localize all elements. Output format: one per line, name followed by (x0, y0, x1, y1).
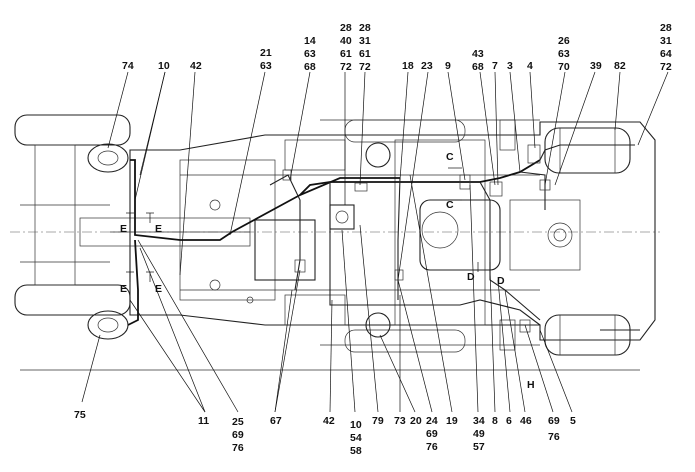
gearbox (419, 199, 501, 271)
engine-block (254, 219, 316, 281)
front-left-brake-chamber (87, 143, 129, 173)
callout-82: 82 (614, 60, 626, 72)
callout-61: 61 (359, 48, 371, 60)
callout-25: 25 (232, 416, 244, 428)
callout-68: 68 (304, 61, 316, 73)
section-e: E (155, 223, 162, 235)
callout-61: 61 (340, 48, 352, 60)
callout-40: 40 (340, 35, 352, 47)
callout-70: 70 (558, 61, 570, 73)
air-tank-upper (544, 127, 631, 174)
callout-7: 7 (492, 60, 498, 72)
wheel-rear-right (344, 329, 466, 353)
front-right-brake-chamber (365, 142, 391, 168)
brake-valve-main (329, 204, 355, 230)
section-h: H (527, 379, 535, 391)
callout-3: 3 (507, 60, 513, 72)
callout-63: 63 (260, 60, 272, 72)
leader-lines (81, 71, 669, 413)
callout-42: 42 (190, 60, 202, 72)
callout-68: 68 (472, 61, 484, 73)
callout-9: 9 (445, 60, 451, 72)
callout-10: 10 (158, 60, 170, 72)
air-tank-lower (544, 314, 631, 356)
callout-58: 58 (350, 445, 362, 457)
section-e: E (120, 283, 127, 295)
section-d: D (467, 271, 475, 283)
callout-73: 73 (394, 415, 406, 427)
callout-76: 76 (232, 442, 244, 454)
transmission-housing (394, 139, 486, 326)
section-arrows (126, 167, 491, 282)
rear-left-brake-chamber (87, 310, 129, 340)
callout-46: 46 (520, 415, 532, 427)
callout-31: 31 (359, 35, 371, 47)
callout-79: 79 (372, 415, 384, 427)
callout-5: 5 (570, 415, 576, 427)
callout-54: 54 (350, 432, 362, 444)
callout-28: 28 (359, 22, 371, 34)
callout-72: 72 (359, 61, 371, 73)
callout-76: 76 (548, 431, 560, 443)
callout-24: 24 (426, 415, 438, 427)
callout-57: 57 (473, 441, 485, 453)
section-marks: E E E E C C D D H (120, 151, 535, 391)
callout-69: 69 (426, 428, 438, 440)
callout-64: 64 (660, 48, 672, 60)
valves (282, 144, 551, 333)
left-axle-housing (34, 144, 76, 286)
wheel-rear-left (14, 284, 131, 316)
callout-4: 4 (527, 60, 533, 72)
brake-chambers (87, 142, 391, 340)
callout-63: 63 (304, 48, 316, 60)
callouts-bottom: 75 11 25 69 76 67 42 10 54 58 79 73 20 2… (74, 409, 576, 457)
callout-19: 19 (446, 415, 458, 427)
air-lines (127, 144, 640, 331)
callout-49: 49 (473, 428, 485, 440)
callout-34: 34 (473, 415, 485, 427)
callout-72: 72 (660, 61, 672, 73)
callout-67: 67 (270, 415, 282, 427)
callout-20: 20 (410, 415, 422, 427)
callout-39: 39 (590, 60, 602, 72)
callout-26: 26 (558, 35, 570, 47)
callout-75: 75 (74, 409, 86, 421)
callout-6: 6 (506, 415, 512, 427)
section-e: E (120, 223, 127, 235)
callout-43: 43 (472, 48, 484, 60)
callout-74: 74 (122, 60, 134, 72)
callout-21: 21 (260, 47, 272, 59)
rear-brake-line (329, 182, 541, 326)
rear-diff (509, 199, 581, 271)
callout-72: 72 (340, 61, 352, 73)
callout-69: 69 (232, 429, 244, 441)
callout-14: 14 (304, 35, 316, 47)
callout-63: 63 (558, 48, 570, 60)
section-c: C (446, 199, 454, 211)
callout-42: 42 (323, 415, 335, 427)
callout-10: 10 (350, 419, 362, 431)
relay-valve (489, 181, 503, 197)
callout-69: 69 (548, 415, 560, 427)
frame-outline (129, 121, 656, 341)
section-c: C (446, 151, 454, 163)
air-receivers (544, 127, 631, 356)
callout-28: 28 (660, 22, 672, 34)
callout-31: 31 (660, 35, 672, 47)
section-d: D (497, 275, 505, 287)
front-brake-line (130, 159, 400, 241)
callouts-top: 74 10 42 21 63 14 63 68 28 40 61 72 28 3… (122, 22, 672, 73)
callout-11: 11 (198, 415, 209, 427)
callout-8: 8 (492, 415, 498, 427)
section-e: E (155, 283, 162, 295)
callout-28: 28 (340, 22, 352, 34)
rear-right-brake-chamber (365, 312, 391, 338)
callout-23: 23 (421, 60, 433, 72)
callout-18: 18 (402, 60, 414, 72)
callout-76: 76 (426, 441, 438, 453)
